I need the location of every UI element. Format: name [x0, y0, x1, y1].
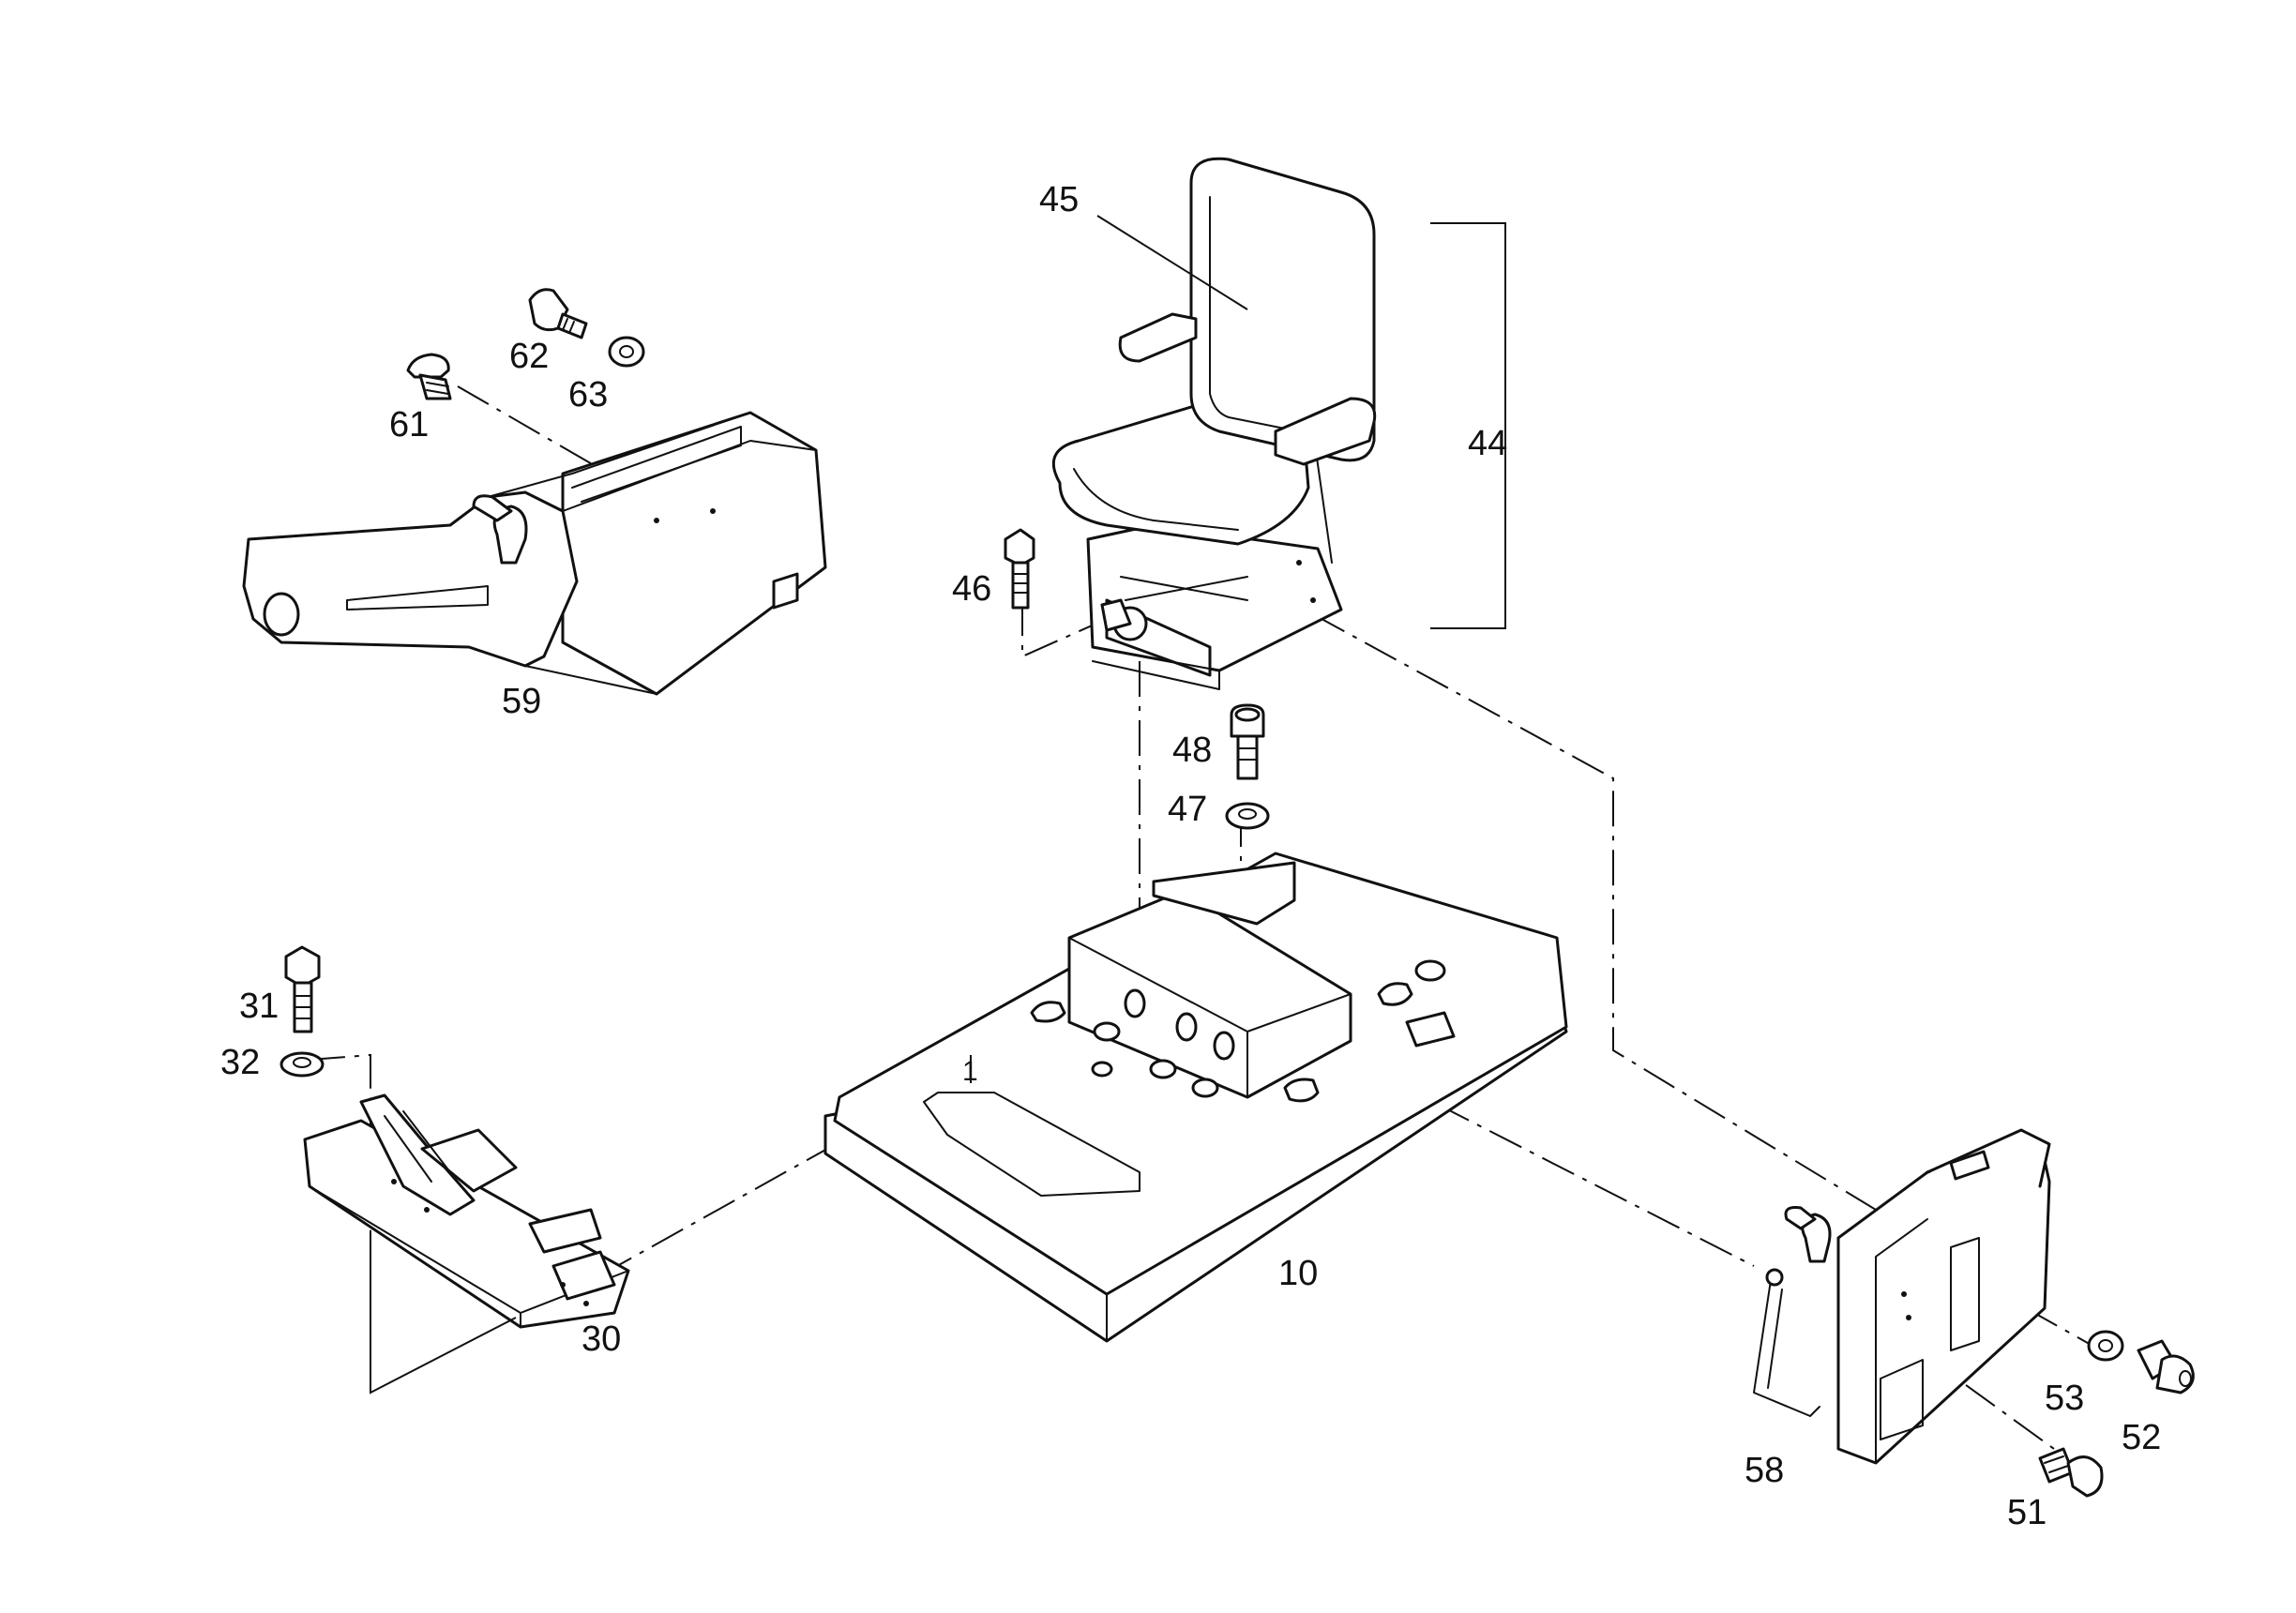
callout-61: 61 [389, 405, 429, 445]
callout-10: 10 [1278, 1254, 1318, 1293]
bolt-31 [284, 945, 321, 1033]
screw-52 [2137, 1339, 2195, 1394]
callout-63: 63 [568, 375, 608, 415]
callout-47: 47 [1168, 790, 1207, 829]
washer-47 [1225, 802, 1270, 830]
left-control-console [242, 411, 827, 696]
right-control-console [1753, 1128, 2051, 1465]
callout-1: 1 [962, 1056, 978, 1087]
callout-45: 45 [1039, 180, 1079, 219]
screw-61 [406, 353, 452, 400]
callout-59: 59 [502, 682, 541, 721]
callout-53: 53 [2045, 1379, 2084, 1418]
screw-62 [528, 288, 588, 339]
callout-46: 46 [952, 569, 991, 609]
callout-62: 62 [509, 337, 549, 376]
callout-32: 32 [220, 1043, 260, 1082]
callout-labels: 45 44 46 48 47 62 63 61 59 31 32 30 10 5… [220, 180, 2161, 1532]
callout-48: 48 [1172, 731, 1212, 770]
screw-51 [2038, 1447, 2104, 1498]
washer-32 [279, 1051, 325, 1078]
screw-48 [1230, 703, 1265, 780]
washer-63 [608, 336, 645, 368]
callout-31: 31 [239, 987, 279, 1026]
callout-58: 58 [1745, 1451, 1784, 1490]
callout-51: 51 [2007, 1493, 2047, 1532]
bolt-46 [1004, 528, 1035, 610]
washer-53 [2087, 1330, 2124, 1362]
callout-30: 30 [582, 1319, 621, 1359]
callout-52: 52 [2122, 1418, 2161, 1457]
pedal-assembly [303, 1093, 630, 1394]
platform-plate [823, 852, 1568, 1343]
callout-44: 44 [1468, 424, 1507, 463]
operator-seat [1051, 157, 1506, 690]
